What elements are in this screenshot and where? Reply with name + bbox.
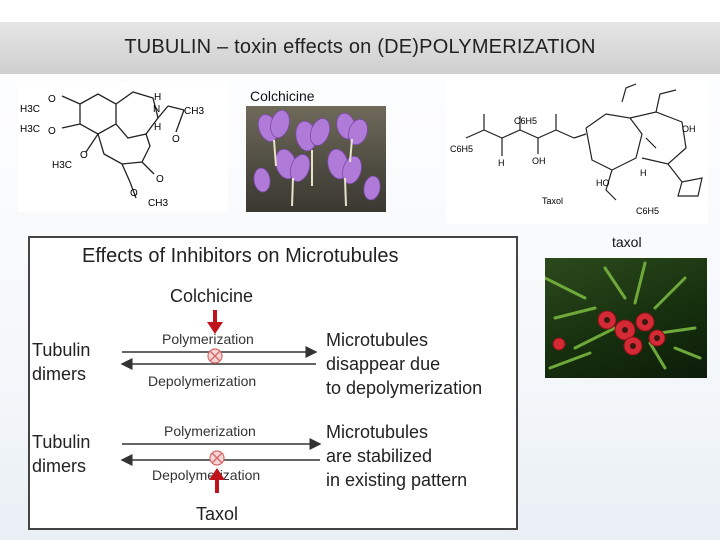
taxol-structure-label: OH <box>532 156 546 166</box>
row2-result-line1: Microtubules <box>326 422 428 442</box>
taxol-structure-caption: Taxol <box>542 196 563 206</box>
row1-forward-label: Polymerization <box>162 331 254 347</box>
colchicine-structure-label: CH3 <box>148 198 168 209</box>
colchicine-inhibit-arrow <box>207 310 223 334</box>
colchicine-structure-label: O <box>48 126 56 137</box>
colchicine-structure-label: O <box>130 188 138 199</box>
diagram-heading: Effects of Inhibitors on Microtubules <box>82 245 398 267</box>
taxol-structure-drawing: C6H5 C6H5 OH OH H HO H C6H5 Taxol <box>450 83 703 216</box>
slide-title: TUBULIN – toxin effects on (DE)POLYMERIZ… <box>124 36 596 58</box>
row2-left-line2: dimers <box>32 456 86 476</box>
taxol-structure-label: C6H5 <box>636 206 659 216</box>
row2-block-symbol <box>209 450 225 466</box>
colchicum-flower-photo <box>246 106 386 212</box>
row2-backward-label: Depolymerization <box>152 467 260 483</box>
row1-result-line3: to depolymerization <box>326 378 482 398</box>
colchicine-structure: H3C O H3C O H3C O H N CH3 H O O O CH3 <box>18 82 228 212</box>
row1-backward-label: Depolymerization <box>148 373 256 389</box>
row2-left-line1: Tubulin <box>32 432 90 452</box>
colchicine-structure-label: CH3 <box>184 106 204 117</box>
taxol-structure-label: OH <box>682 124 696 134</box>
colchicine-caption: Colchicine <box>250 88 315 104</box>
taxol-agent-label: Taxol <box>196 504 238 524</box>
colchicine-structure-drawing: H3C O H3C O H3C O H N CH3 H O O O CH3 <box>20 91 204 209</box>
row1-result-line1: Microtubules <box>326 330 428 350</box>
title-bar: TUBULIN – toxin effects on (DE)POLYMERIZ… <box>0 22 720 74</box>
colchicine-structure-label: N <box>153 104 160 115</box>
colchicine-structure-label: O <box>80 150 88 161</box>
inhibitor-diagram: Effects of Inhibitors on Microtubules Co… <box>28 236 518 530</box>
taxol-structure-label: H <box>640 168 647 178</box>
taxol-structure-label: C6H5 <box>514 116 537 126</box>
colchicum-flowers <box>253 109 381 207</box>
yew-berries-photo <box>545 258 707 378</box>
colchicine-structure-label: H3C <box>20 124 40 135</box>
colchicine-structure-label: H <box>154 92 161 103</box>
colchicine-structure-label: O <box>48 94 56 105</box>
taxol-structure-label: C6H5 <box>450 144 473 154</box>
yew-branch <box>545 261 702 370</box>
row2-forward-label: Polymerization <box>164 423 256 439</box>
taxol-structure: C6H5 C6H5 OH OH H HO H C6H5 Taxol <box>446 78 708 224</box>
row1-result-line2: disappear due <box>326 354 440 374</box>
row1-left-line2: dimers <box>32 364 86 384</box>
taxol-caption: taxol <box>612 234 642 250</box>
inhibitor-diagram-drawing: Effects of Inhibitors on Microtubules Co… <box>32 245 482 524</box>
colchicine-structure-label: H <box>154 122 161 133</box>
colchicine-structure-label: H3C <box>20 104 40 115</box>
colchicine-structure-label: O <box>172 134 180 145</box>
taxol-structure-label: H <box>498 158 505 168</box>
row2-result-line2: are stabilized <box>326 446 432 466</box>
colchicine-structure-label: H3C <box>52 160 72 171</box>
row2-result-line3: in existing pattern <box>326 470 467 490</box>
row1-block-symbol <box>207 348 223 364</box>
colchicine-structure-label: O <box>156 174 164 185</box>
colchicine-agent-label: Colchicine <box>170 286 253 306</box>
taxol-structure-label: HO <box>596 178 610 188</box>
row1-left-line1: Tubulin <box>32 340 90 360</box>
taxol-inhibit-arrow <box>209 468 225 493</box>
